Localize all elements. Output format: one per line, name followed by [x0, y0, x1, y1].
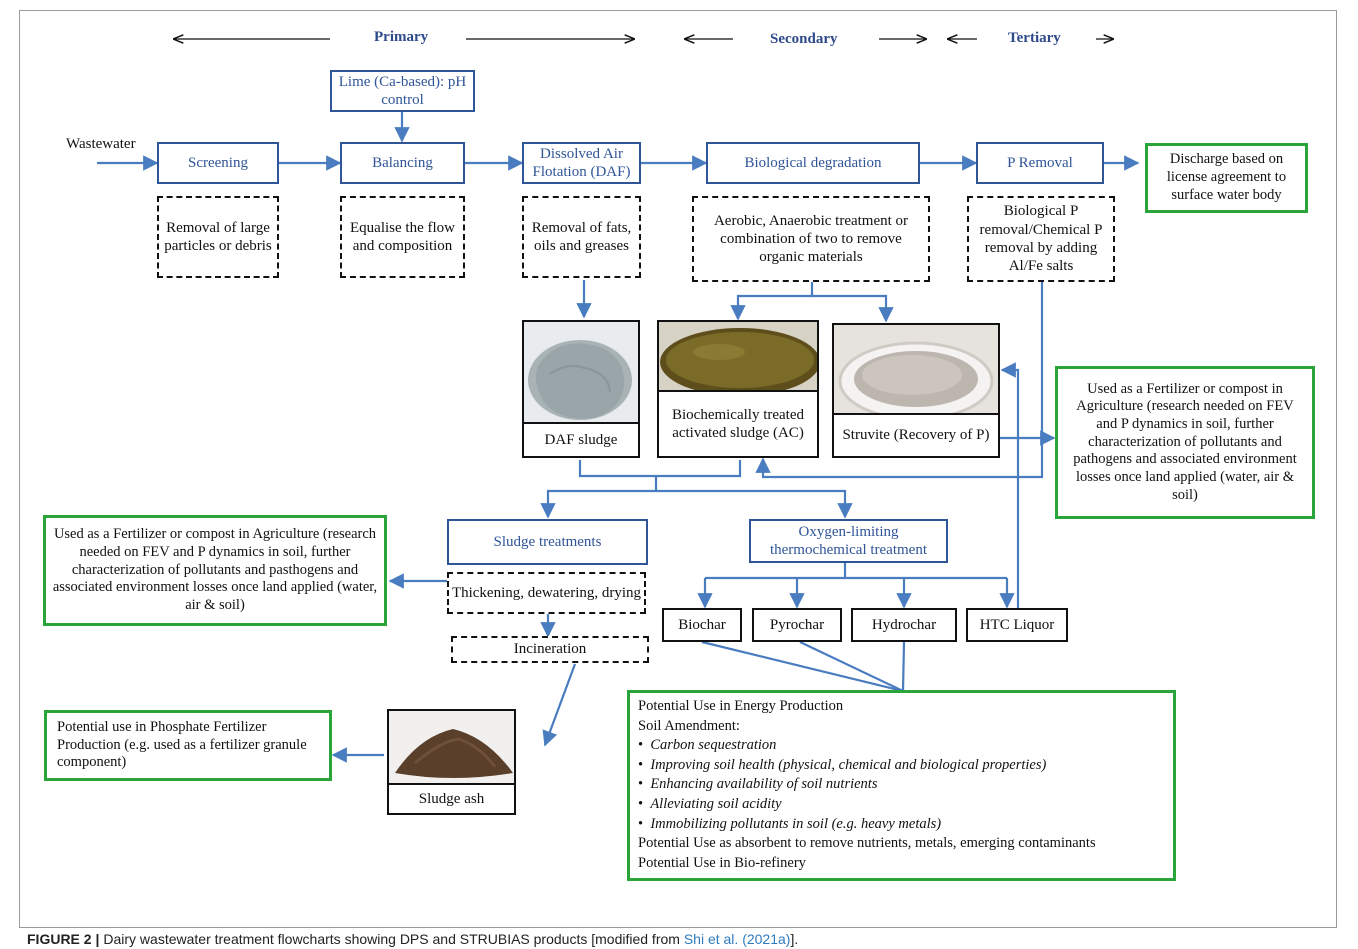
- caption-suffix: ].: [790, 930, 799, 947]
- balancing-note: Equalise the flow and composition: [340, 196, 465, 278]
- activated-sludge-image: [659, 322, 817, 392]
- link-biochar-use: [701, 640, 904, 693]
- bio-note: Aerobic, Anaerobic treatment or combinat…: [692, 196, 930, 282]
- premoval-note: Biological P removal/Chemical P removal …: [967, 196, 1115, 282]
- energy-use-line4: Potential Use in Bio-refinery: [638, 854, 806, 871]
- pyrochar-box: Pyrochar: [752, 608, 842, 642]
- link-hydrochar-use: [901, 641, 906, 692]
- caption-prefix: FIGURE 2 |: [27, 930, 100, 947]
- arrow-bio-struvite: [812, 294, 894, 323]
- balancing-box: Balancing: [340, 142, 465, 184]
- energy-use-line2: Soil Amendment:: [638, 717, 740, 734]
- daf-note: Removal of fats, oils and greases: [522, 196, 641, 278]
- link-pyrochar-use: [799, 641, 904, 692]
- struvite-photo: [832, 323, 1000, 415]
- daf-sludge-photo: [522, 320, 640, 424]
- bio-box: Biological degradation: [706, 142, 920, 184]
- phosphate-box: Potential use in Phosphate Fertilizer Pr…: [44, 710, 332, 781]
- energy-use-bullet-1: • Carbon sequestration: [638, 737, 777, 754]
- sludge-merge: [578, 460, 742, 478]
- arrow-to-sludge-treatments: [540, 476, 658, 519]
- figure-frame: [19, 10, 1337, 928]
- energy-use-box: Potential Use in Energy Production Soil …: [627, 690, 1176, 881]
- energy-use-bullet-5: • Immobilizing pollutants in soil (e.g. …: [638, 815, 942, 832]
- discharge-box: Discharge based on license agreement to …: [1145, 143, 1308, 213]
- energy-use-line1: Potential Use in Energy Production: [638, 698, 844, 714]
- fertilizer-right-box: Used as a Fertilizer or compost in Agric…: [1055, 366, 1315, 519]
- arrow-to-oxygen: [656, 489, 853, 519]
- arrow-htc-struvite: [1000, 362, 1020, 610]
- phase-tertiary: Tertiary: [1008, 30, 1061, 46]
- activated-sludge-photo: [657, 320, 819, 392]
- sludge-ash-image: [389, 711, 514, 785]
- energy-use-line3: Potential Use as absorbent to remove nut…: [638, 835, 1096, 852]
- figure-caption: FIGURE 2 | Dairy wastewater treatment fl…: [19, 928, 1337, 949]
- premoval-box: P Removal: [976, 142, 1104, 184]
- sludge-ash-photo: [387, 709, 516, 785]
- arrow-to-sludge-ash: [542, 663, 577, 747]
- screening-note: Removal of large particles or debris: [157, 196, 279, 278]
- arrow-premoval-activated: [755, 282, 1044, 479]
- htc-liquor-box: HTC Liquor: [966, 608, 1068, 642]
- energy-use-bullet-3: • Enhancing availability of soil nutrien…: [638, 776, 878, 793]
- struvite-image: [834, 325, 998, 415]
- phase-secondary: Secondary: [770, 31, 838, 47]
- screening-box: Screening: [157, 142, 279, 184]
- activated-sludge-label: Biochemically treated activated sludge (…: [657, 390, 819, 458]
- incineration-note: Incineration: [451, 636, 649, 663]
- energy-use-bullet-2: • Improving soil health (physical, chemi…: [638, 756, 1047, 773]
- lime-box: Lime (Ca-based): pH control: [330, 70, 475, 112]
- sludge-treatments-box: Sludge treatments: [447, 519, 648, 565]
- hydrochar-box: Hydrochar: [851, 608, 957, 642]
- energy-use-bullet-4: • Alleviating soil acidity: [638, 795, 782, 812]
- daf-box: Dissolved Air Flotation (DAF): [522, 142, 641, 184]
- fertilizer-left-box: Used as a Fertilizer or compost in Agric…: [43, 515, 387, 626]
- caption-citation-link[interactable]: Shi et al. (2021a): [683, 930, 791, 947]
- thickening-note: Thickening, dewatering, drying: [447, 572, 646, 614]
- sludge-ash-label: Sludge ash: [387, 783, 516, 815]
- oxygen-limiting-box: Oxygen-limiting thermochemical treatment: [749, 519, 948, 563]
- phase-primary: Primary: [374, 29, 429, 45]
- wastewater-label: Wastewater: [66, 136, 136, 152]
- daf-sludge-image: [524, 322, 638, 424]
- daf-sludge-label: DAF sludge: [522, 422, 640, 458]
- flow-connectors: [97, 0, 1140, 763]
- arrow-bio-activated: [730, 282, 814, 321]
- caption-text: Dairy wastewater treatment flowcharts sh…: [103, 930, 680, 947]
- biochar-box: Biochar: [662, 608, 742, 642]
- struvite-label: Struvite (Recovery of P): [832, 413, 1000, 458]
